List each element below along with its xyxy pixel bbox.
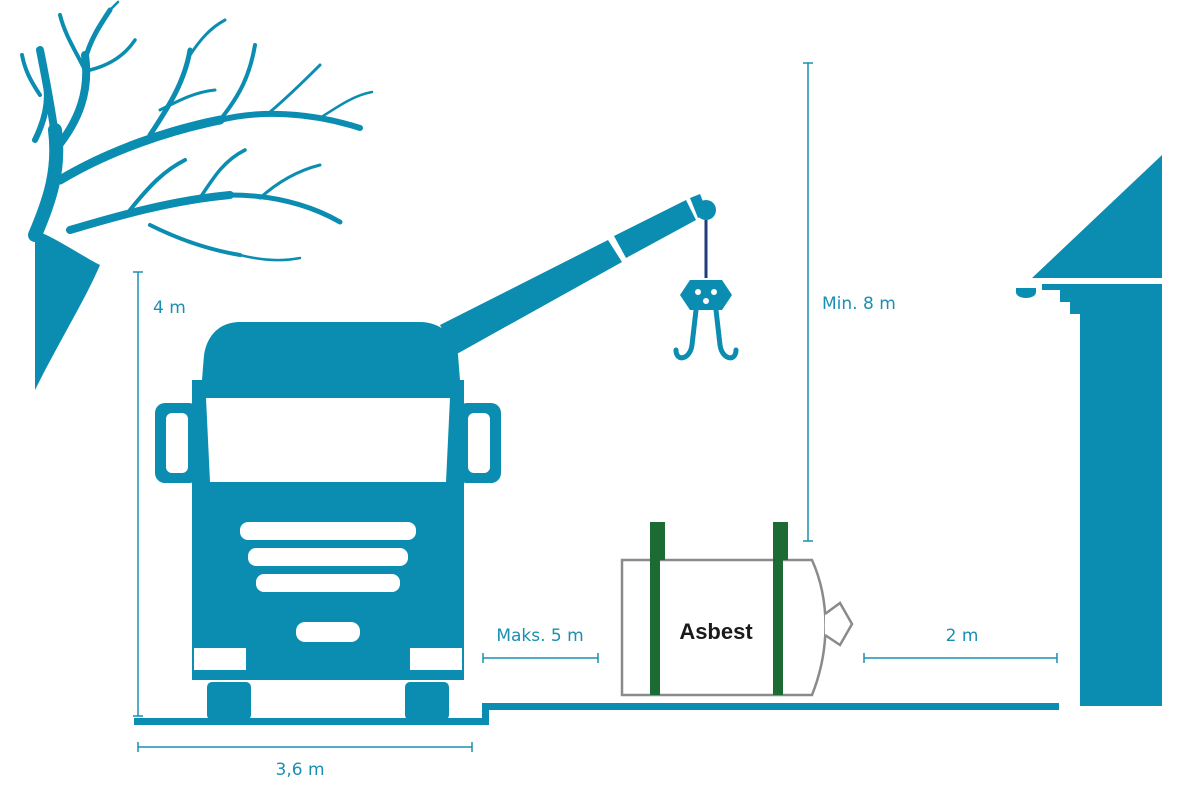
dimension-house-distance: [863, 653, 1058, 663]
dimension-min-height: [803, 62, 813, 542]
crane-hook-icon: [673, 220, 739, 361]
dimension-height-left: [133, 271, 143, 717]
house-distance-label: 2 m: [946, 626, 979, 646]
truck-icon: [155, 322, 501, 720]
ground-line: [134, 703, 1059, 725]
max-distance-label: Maks. 5 m: [496, 626, 583, 646]
min-height-label: Min. 8 m: [822, 294, 896, 314]
crane-boom-icon: [440, 194, 716, 355]
asbestos-label: Asbest: [679, 619, 753, 644]
asbestos-bag-icon: Asbest: [620, 522, 854, 697]
dimension-max-distance: [482, 653, 599, 663]
truck-width-label: 3,6 m: [276, 760, 325, 780]
house-icon: [1016, 155, 1162, 706]
dimension-truck-width: [137, 742, 473, 752]
height-left-label: 4 m: [153, 298, 186, 318]
tree-icon: [20, 0, 374, 390]
